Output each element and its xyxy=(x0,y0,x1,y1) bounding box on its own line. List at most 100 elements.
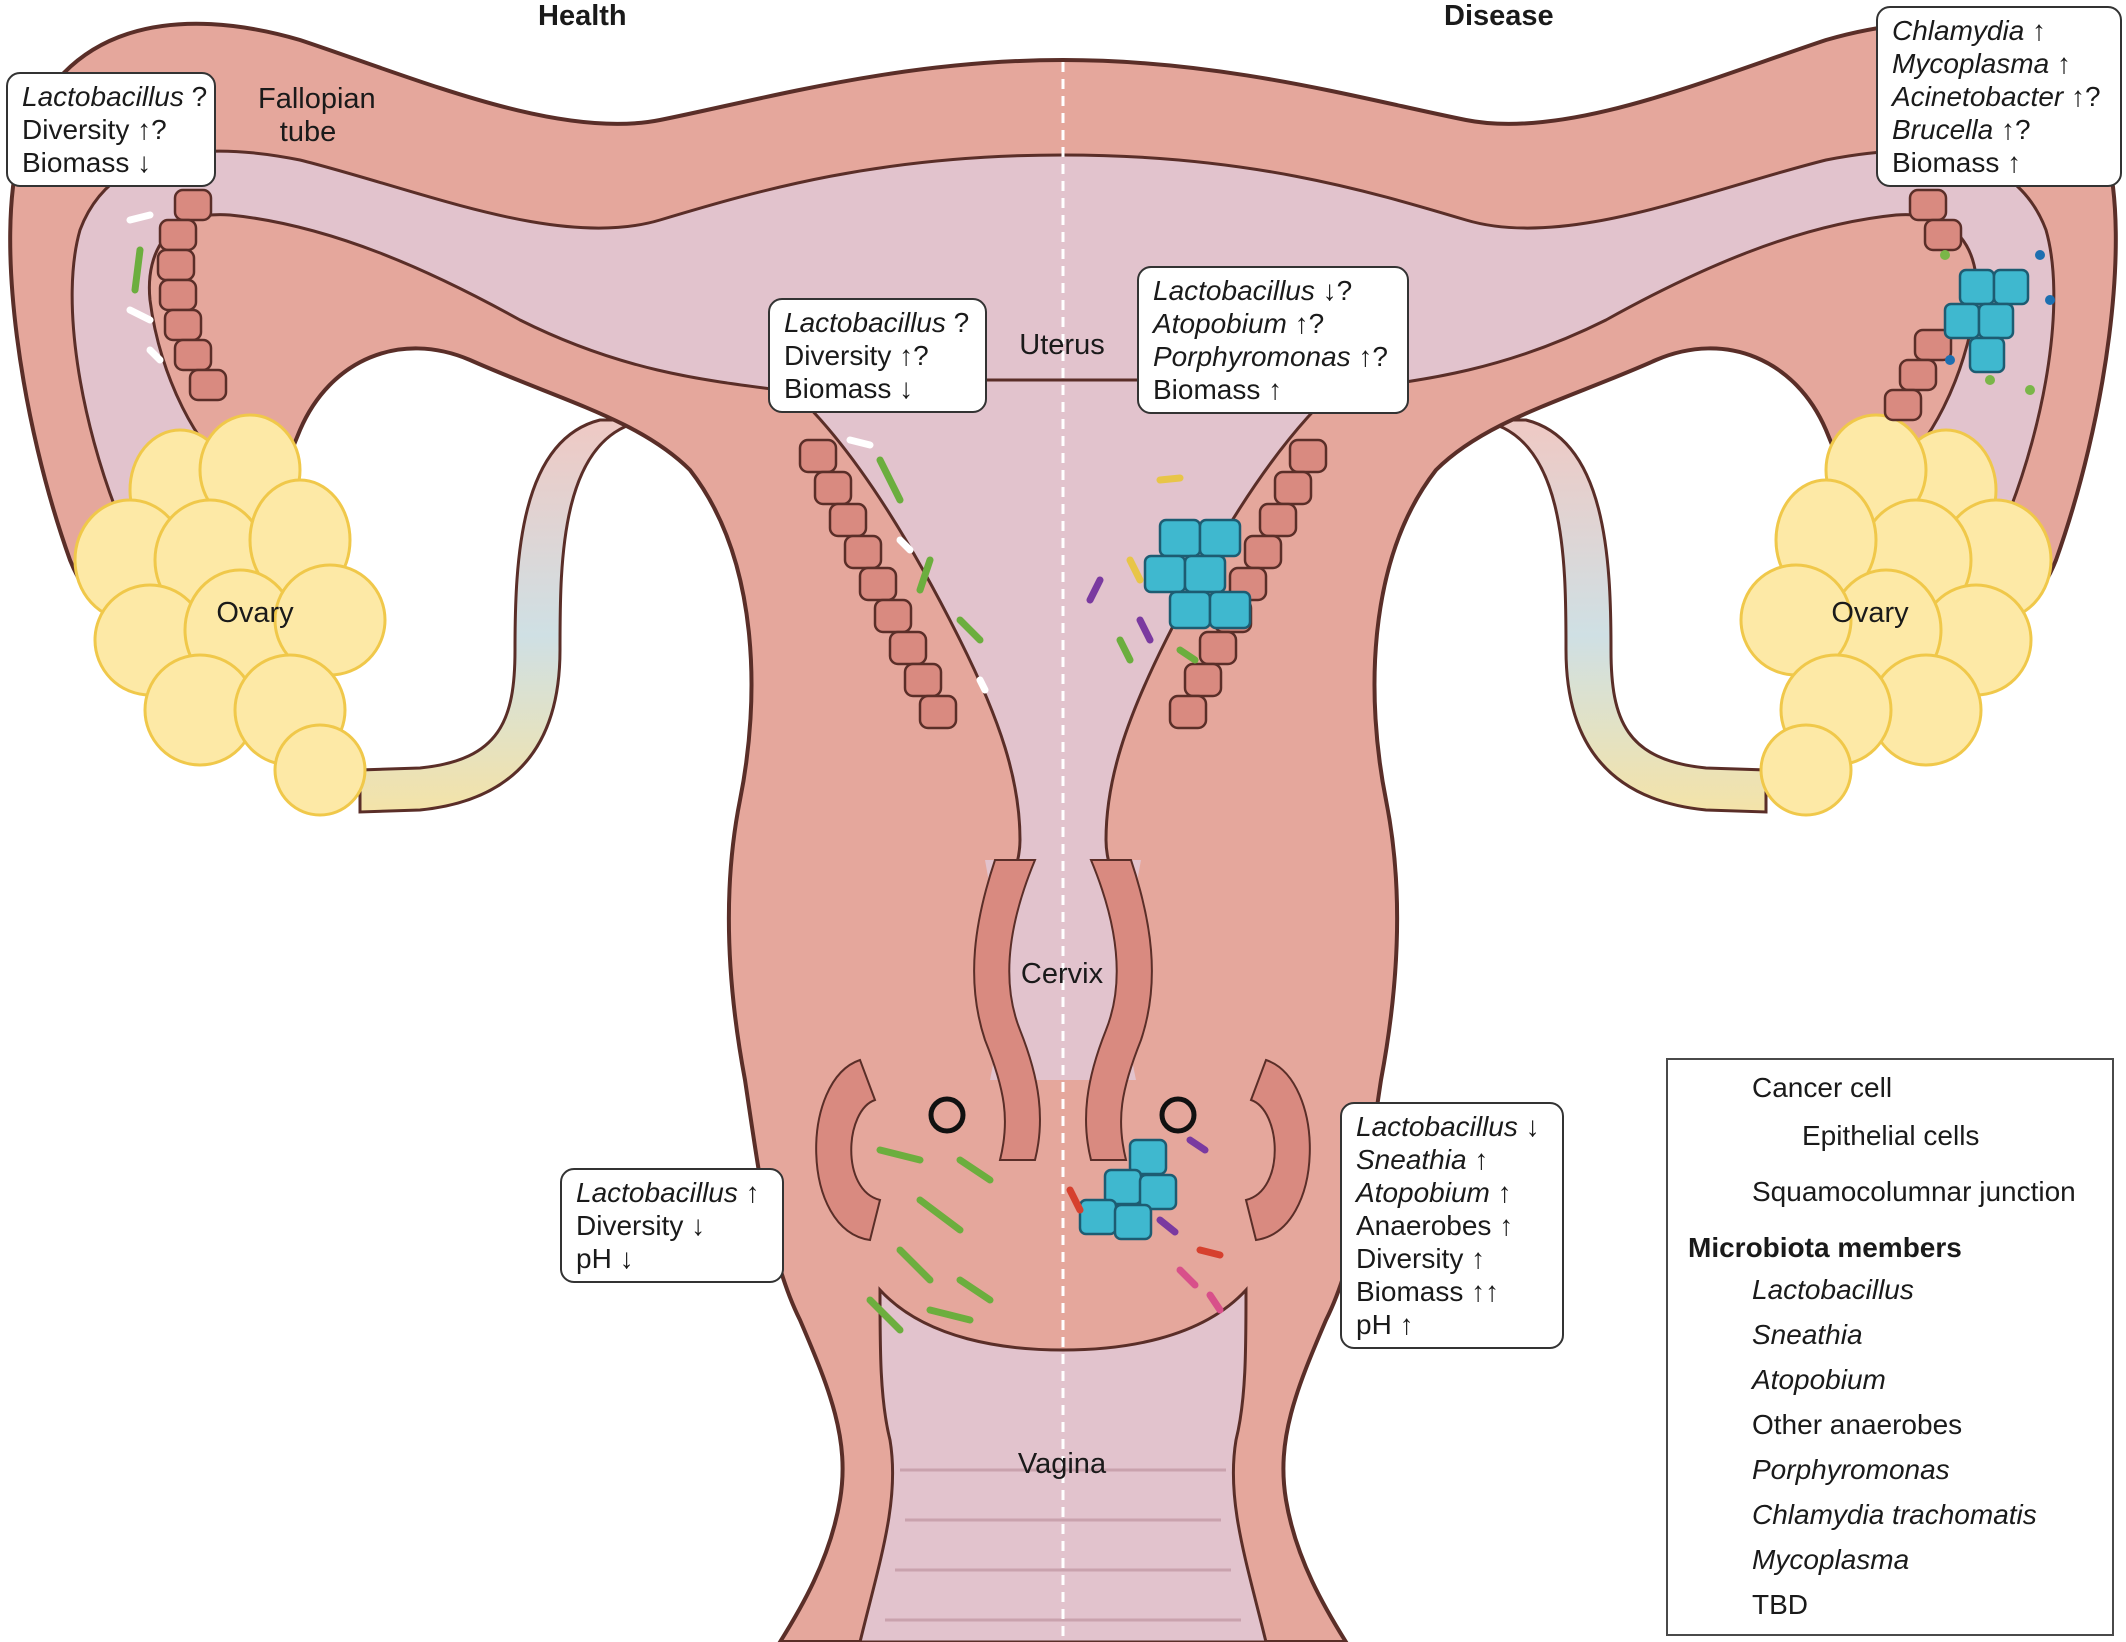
callout-term: Lactobacillus xyxy=(784,307,946,338)
callout-mark: ↓ xyxy=(683,1210,706,1241)
callout-mark: ↑ xyxy=(1491,1210,1514,1241)
callout-line: Diversity ↑ xyxy=(1356,1242,1548,1275)
legend-member-label: Lactobacillus xyxy=(1752,1274,1914,1305)
callout-disease-tube: Chlamydia ↑Mycoplasma ↑Acinetobacter ↑?B… xyxy=(1876,6,2122,187)
callout-term: Anaerobes xyxy=(1356,1210,1492,1241)
epithelium-disease xyxy=(1168,188,1963,730)
callout-term: Porphyromonas xyxy=(1153,341,1351,372)
bacteria-health xyxy=(126,211,994,1334)
callout-mark: ? xyxy=(183,81,208,112)
callout-term: Lactobacillus xyxy=(1356,1111,1518,1142)
label-ovary-left: Ovary xyxy=(216,597,294,629)
callout-mark: ↑? xyxy=(891,340,929,371)
callout-mark: ↑? xyxy=(1286,308,1325,339)
callout-line: Atopobium ↑ xyxy=(1356,1176,1548,1209)
callout-mark: ↑↑ xyxy=(1463,1276,1500,1307)
legend-member-label: TBD xyxy=(1752,1589,1808,1620)
callout-mark: ↑ xyxy=(2024,15,2047,46)
callout-line: Diversity ↓ xyxy=(576,1209,768,1242)
label-ovary-right: Ovary xyxy=(1831,597,1909,629)
callout-term: Atopobium xyxy=(1153,308,1287,339)
callout-line: Diversity ↑? xyxy=(784,339,971,372)
callout-line: Diversity ↑? xyxy=(22,113,200,146)
callout-mark: ? xyxy=(945,307,970,338)
legend-member-label: Porphyromonas xyxy=(1752,1454,1950,1485)
callout-mark: ↑ xyxy=(2049,48,2071,79)
legend-microbiota-title: Microbiota members xyxy=(1688,1232,1962,1263)
callout-term: Diversity xyxy=(784,340,892,371)
legend-member-label: Sneathia xyxy=(1752,1319,1863,1350)
coccoid-bacteria xyxy=(1940,250,2055,395)
callout-mark: ↑ xyxy=(1463,1243,1486,1274)
legend-sc-junction: Squamocolumnar junction xyxy=(1752,1176,2076,1207)
callout-term: Biomass xyxy=(784,373,892,404)
callout-term: Chlamydia xyxy=(1892,15,2025,46)
callout-line: Atopobium ↑? xyxy=(1153,307,1393,340)
callout-disease-vagina: Lactobacillus ↓Sneathia ↑Atopobium ↑Anae… xyxy=(1340,1102,1564,1349)
callout-mark: ↑ xyxy=(1999,147,2022,178)
callout-term: Sneathia xyxy=(1356,1144,1467,1175)
callout-mark: ↑ xyxy=(1489,1177,1512,1208)
legend-member-label: Chlamydia trachomatis xyxy=(1752,1499,2037,1530)
callout-line: Lactobacillus ↓? xyxy=(1153,274,1393,307)
callout-mark: ↓? xyxy=(1314,275,1353,306)
callout-line: Anaerobes ↑ xyxy=(1356,1209,1548,1242)
callout-term: Biomass xyxy=(1356,1276,1464,1307)
callout-health-vagina: Lactobacillus ↑Diversity ↓pH ↓ xyxy=(560,1168,784,1283)
bacteria-disease xyxy=(1066,474,1224,1314)
callout-term: Mycoplasma xyxy=(1892,48,2050,79)
heading-health: Health xyxy=(538,0,627,32)
callout-mark: ↑ xyxy=(1260,374,1283,405)
legend-member-label: Other anaerobes xyxy=(1752,1409,1963,1440)
legend-member-label: Atopobium xyxy=(1752,1364,1886,1395)
callout-term: pH xyxy=(1356,1309,1392,1340)
callout-term: Lactobacillus xyxy=(576,1177,738,1208)
callout-term: Lactobacillus xyxy=(1153,275,1315,306)
callout-mark: ↑ xyxy=(1466,1144,1489,1175)
legend-member-label: Mycoplasma xyxy=(1752,1544,1910,1575)
callout-mark: ↑? xyxy=(1350,341,1389,372)
callout-mark: ↑ xyxy=(1391,1309,1414,1340)
callout-mark: ↓ xyxy=(611,1243,634,1274)
cervix-epithelium xyxy=(815,859,1311,1242)
callout-line: pH ↑ xyxy=(1356,1308,1548,1341)
cancer-cells xyxy=(1078,268,2030,1241)
callout-line: Chlamydia ↑ xyxy=(1892,14,2106,47)
sc-junction-disease xyxy=(1159,1096,1197,1134)
callout-line: Mycoplasma ↑ xyxy=(1892,47,2106,80)
callout-term: Diversity xyxy=(1356,1243,1464,1274)
callout-line: Lactobacillus ↓ xyxy=(1356,1110,1548,1143)
label-tube: tube xyxy=(279,116,337,148)
callout-mark: ↓ xyxy=(891,373,914,404)
callout-disease-uterus: Lactobacillus ↓?Atopobium ↑?Porphyromona… xyxy=(1137,266,1409,414)
ovary-left-shape xyxy=(73,413,387,817)
callout-line: Biomass ↓ xyxy=(784,372,971,405)
epithelium-health xyxy=(156,188,958,730)
sc-junction-health xyxy=(928,1096,966,1134)
callout-mark: ↓ xyxy=(129,147,152,178)
callout-line: Acinetobacter ↑? xyxy=(1892,80,2106,113)
callout-term: Acinetobacter xyxy=(1892,81,2064,112)
callout-line: Lactobacillus ? xyxy=(784,306,971,339)
ovary-right-shape xyxy=(1739,413,2053,817)
callout-line: Biomass ↑ xyxy=(1153,373,1393,406)
callout-line: Biomass ↓ xyxy=(22,146,200,179)
label-vagina: Vagina xyxy=(1017,1448,1107,1480)
callout-term: Brucella xyxy=(1892,114,1994,145)
callout-line: Biomass ↑↑ xyxy=(1356,1275,1548,1308)
callout-line: Brucella ↑? xyxy=(1892,113,2106,146)
callout-mark: ↑? xyxy=(129,114,167,145)
callout-health-uterus: Lactobacillus ?Diversity ↑?Biomass ↓ xyxy=(768,298,987,413)
callout-mark: ↑? xyxy=(2063,81,2101,112)
label-cervix: Cervix xyxy=(1020,958,1104,990)
callout-mark: ↑? xyxy=(1993,114,2031,145)
callout-line: Lactobacillus ↑ xyxy=(576,1176,768,1209)
heading-disease: Disease xyxy=(1444,0,1554,32)
callout-health-tube: Lactobacillus ?Diversity ↑?Biomass ↓ xyxy=(6,72,216,187)
callout-line: pH ↓ xyxy=(576,1242,768,1275)
callout-line: Sneathia ↑ xyxy=(1356,1143,1548,1176)
ovarian-ligaments xyxy=(358,418,1768,814)
callout-term: Diversity xyxy=(22,114,130,145)
callout-term: Biomass xyxy=(1153,374,1261,405)
callout-mark: ↓ xyxy=(1517,1111,1540,1142)
